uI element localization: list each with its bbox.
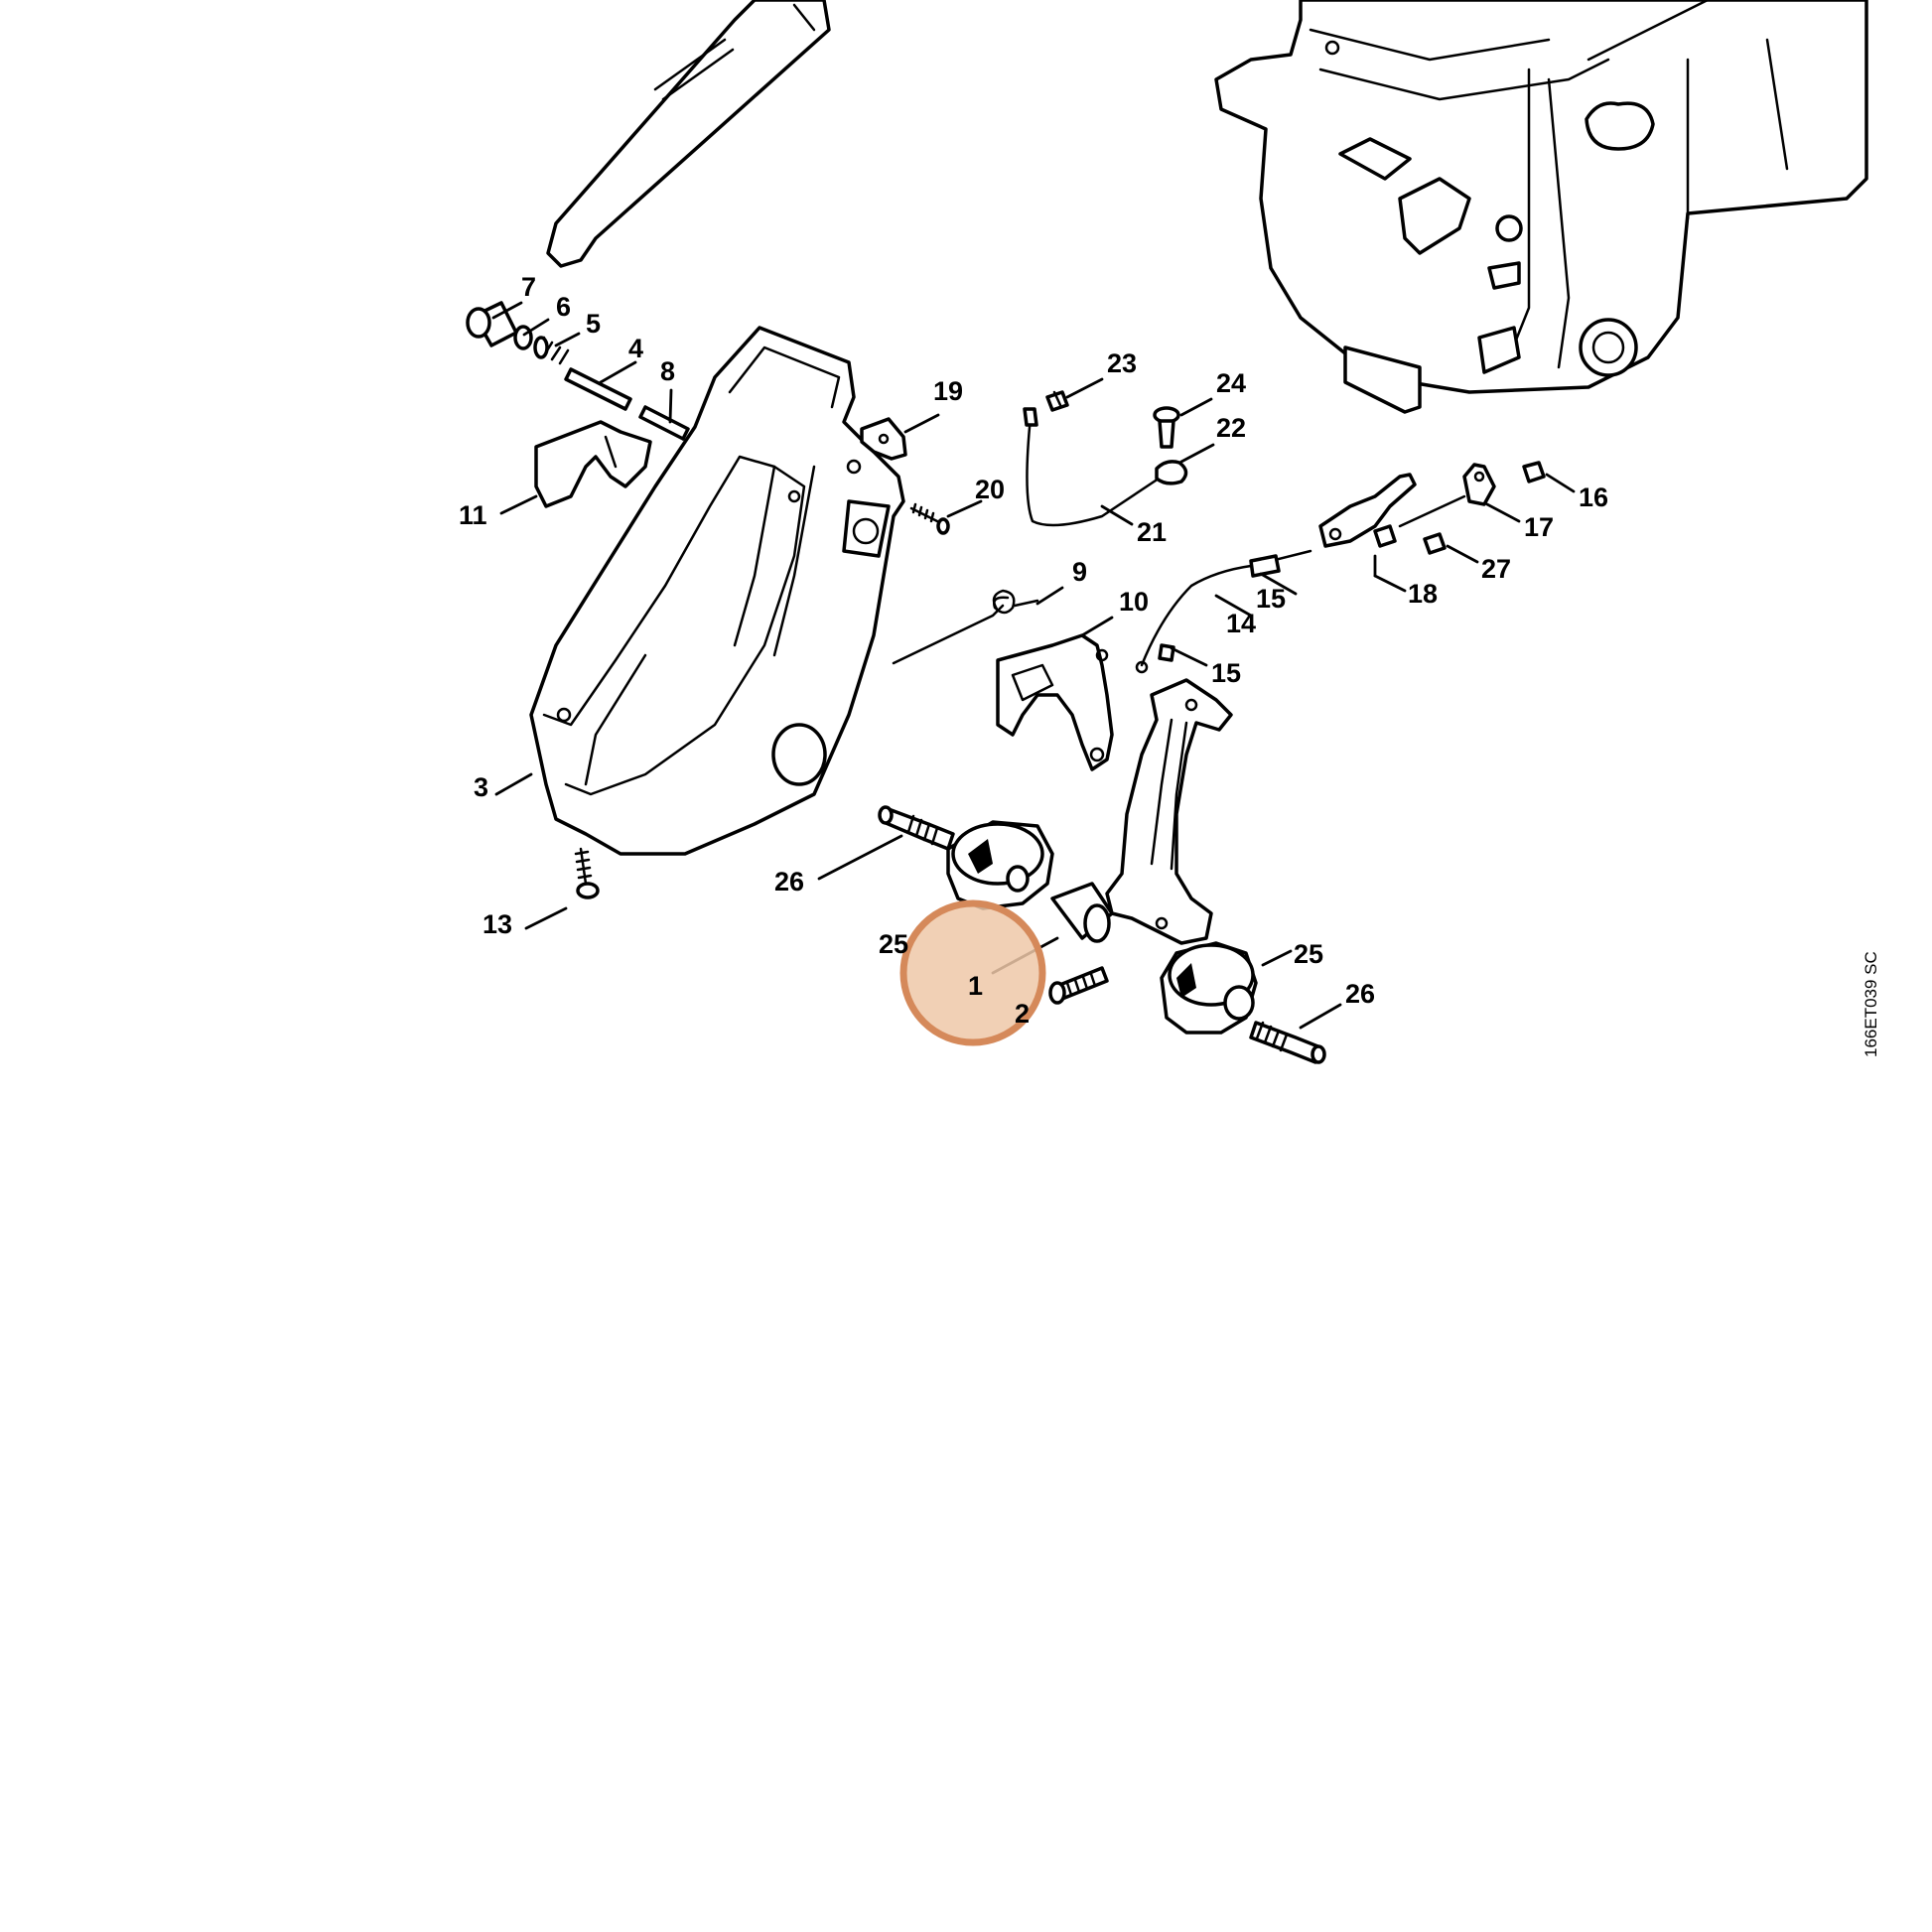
part-13-screw: [574, 847, 600, 899]
part-6-washer: [513, 325, 533, 350]
callout-15-upper[interactable]: 15: [1256, 584, 1286, 614]
callout-26-right[interactable]: 26: [1345, 979, 1375, 1009]
callout-24[interactable]: 24: [1216, 368, 1246, 398]
part-26-stud-right: [1249, 1021, 1326, 1064]
part-3-handle-housing: [529, 326, 905, 856]
callout-25-right[interactable]: 25: [1294, 939, 1323, 969]
part-18-nipple: [1373, 524, 1397, 548]
part-16-screw: [1522, 461, 1546, 483]
part-1-bracket: [1105, 678, 1233, 945]
callout-22[interactable]: 22: [1216, 413, 1246, 443]
guide-bar: [546, 0, 831, 268]
part-2-screw: [1048, 966, 1109, 1005]
part-19-clip: [860, 417, 907, 461]
part-25-buffer-left: [946, 820, 1054, 910]
callout-3[interactable]: 3: [474, 772, 488, 802]
part-20-screw: [909, 502, 950, 535]
part-25-buffer-right: [1160, 941, 1258, 1035]
callout-13[interactable]: 13: [483, 909, 512, 939]
callout-1[interactable]: 1: [968, 971, 983, 1001]
callout-26-left[interactable]: 26: [774, 867, 804, 897]
highlight-circle[interactable]: [899, 899, 1046, 1046]
callout-23[interactable]: 23: [1107, 348, 1137, 378]
part-11-bracket: [534, 420, 652, 508]
callout-8[interactable]: 8: [660, 356, 675, 386]
callout-20[interactable]: 20: [975, 475, 1005, 504]
callout-4[interactable]: 4: [628, 334, 643, 363]
part-10-lever: [996, 633, 1114, 771]
callout-6[interactable]: 6: [556, 292, 571, 322]
part-14-cable: [1135, 549, 1312, 674]
callout-9[interactable]: 9: [1072, 557, 1087, 587]
callouts: 7 6 5 4 8 11 3 13 19 20 23 24 22 21 9 10…: [459, 272, 1608, 1029]
callout-11[interactable]: 11: [459, 500, 487, 530]
callout-15-lower[interactable]: 15: [1211, 658, 1241, 688]
part-24-screw: [1153, 406, 1180, 449]
callout-27[interactable]: 27: [1481, 554, 1511, 584]
part-8-pin: [638, 405, 690, 441]
callout-7[interactable]: 7: [521, 272, 536, 302]
callout-14[interactable]: 14: [1226, 609, 1256, 638]
part-18-lever: [1318, 473, 1417, 548]
callout-16[interactable]: 16: [1579, 483, 1608, 512]
part-17-plate: [1398, 463, 1496, 528]
callout-10[interactable]: 10: [1119, 587, 1149, 617]
callout-21[interactable]: 21: [1137, 517, 1167, 547]
engine-housing: [1214, 0, 1868, 414]
part-27-screw: [1423, 532, 1447, 555]
callout-18[interactable]: 18: [1408, 579, 1438, 609]
part-1-cylinder: [1050, 882, 1114, 943]
callout-2[interactable]: 2: [1015, 999, 1030, 1029]
part-4-pin: [564, 367, 632, 411]
callout-17[interactable]: 17: [1524, 512, 1554, 542]
callout-19[interactable]: 19: [933, 376, 963, 406]
part-23-screw: [1045, 390, 1069, 412]
callout-5[interactable]: 5: [586, 309, 601, 339]
diagram-code: 166ET039 SC: [1862, 951, 1880, 1057]
callout-25-left[interactable]: 25: [879, 929, 908, 959]
part-21-cable: [1023, 407, 1188, 527]
part-26-stud-left: [878, 805, 955, 851]
part-5-spring: [533, 336, 570, 365]
part-9-spring: [892, 589, 1039, 665]
